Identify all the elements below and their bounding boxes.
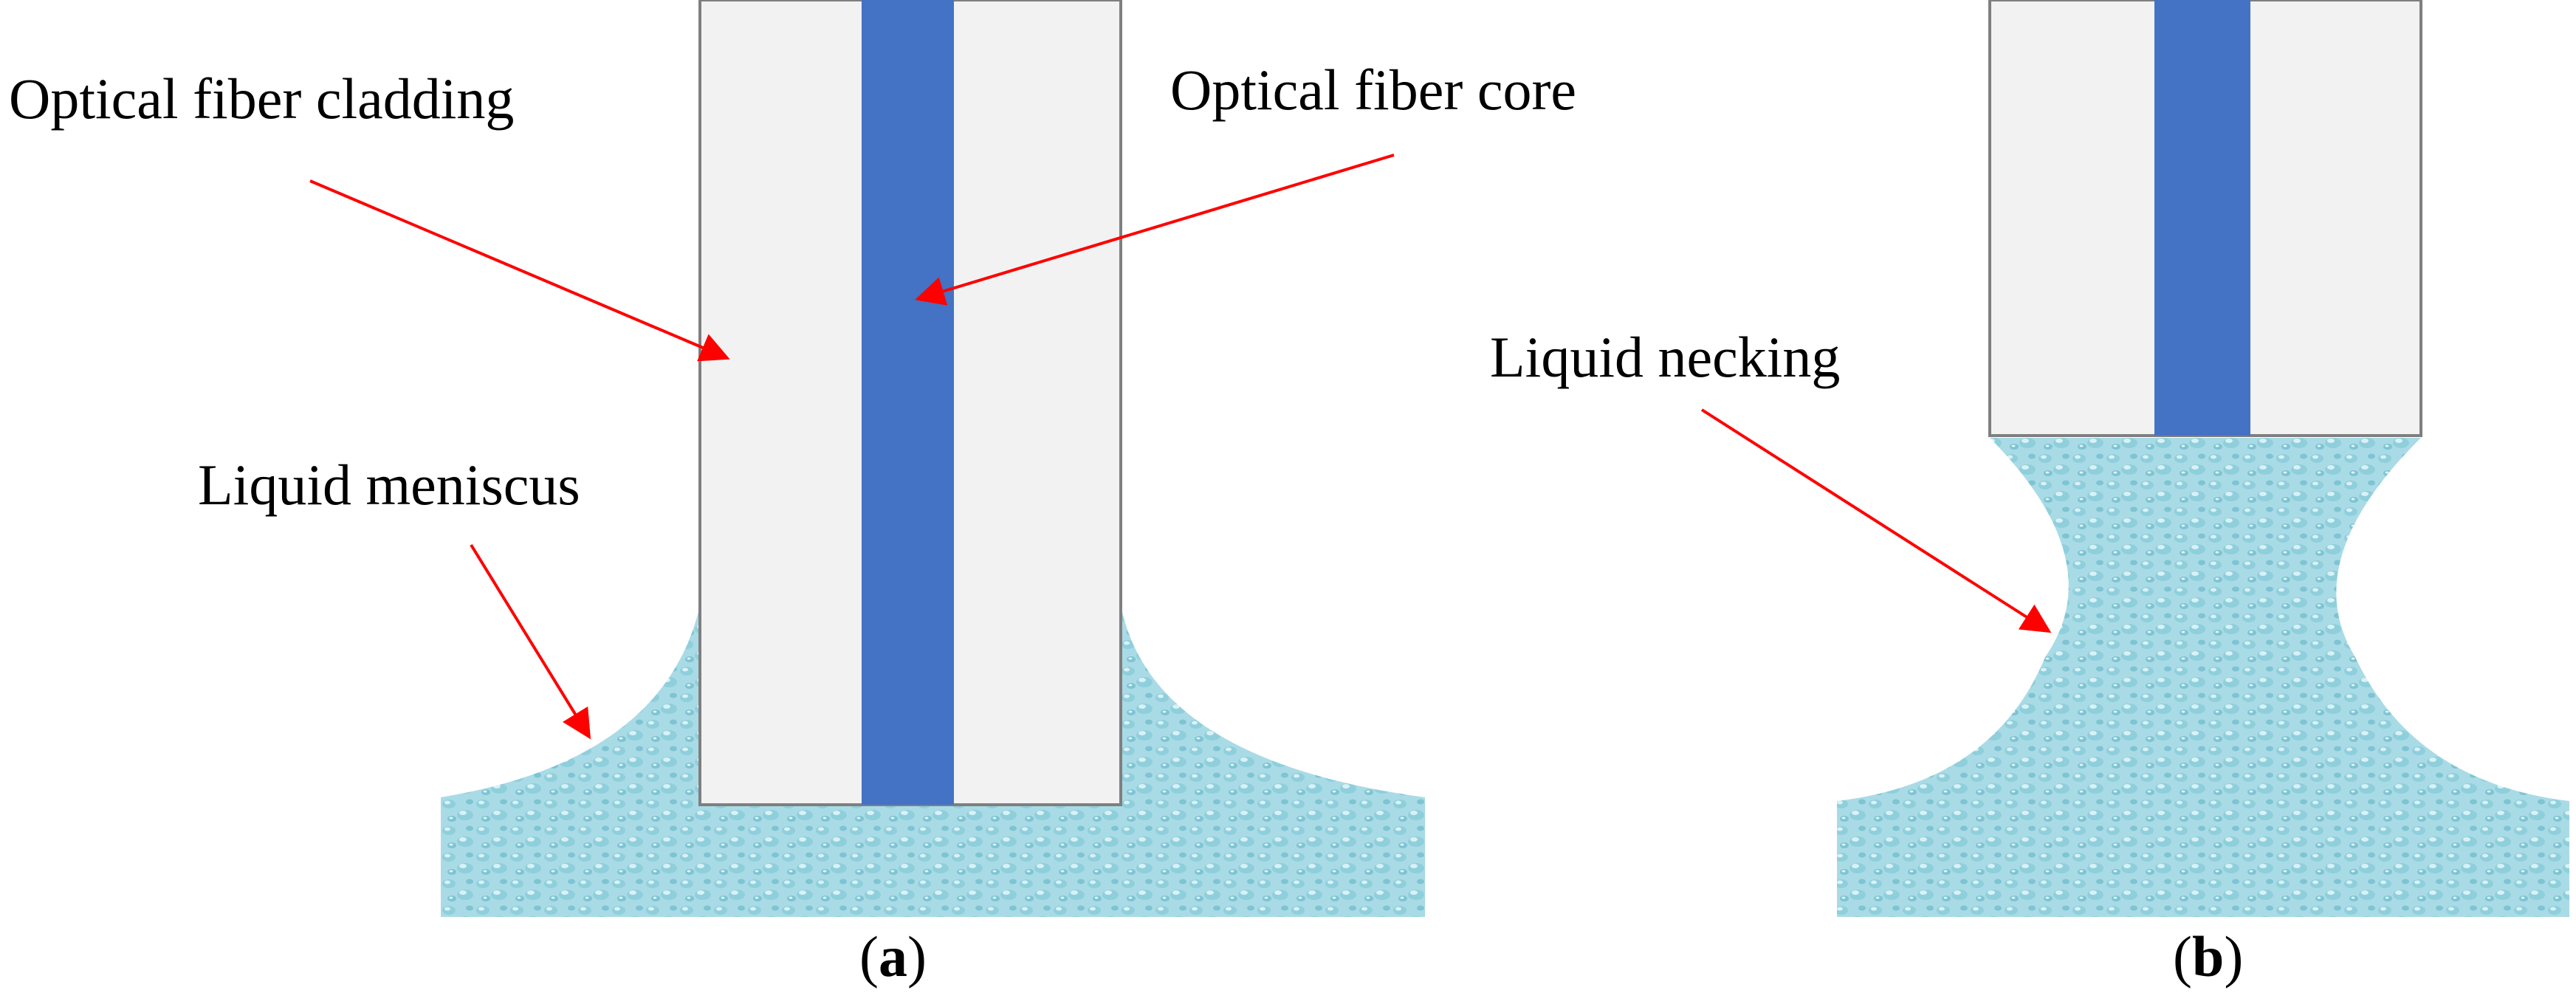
arrow-to-meniscus xyxy=(470,543,591,740)
fiber-core-a xyxy=(862,0,954,805)
panel-b: Liquid necking (b) xyxy=(1490,0,2569,989)
caption-a-letter: a xyxy=(879,924,907,989)
caption-a-close: ) xyxy=(907,924,927,989)
panel-a: Optical fiber cladding Optical fiber cor… xyxy=(9,0,1576,989)
arrow-to-necking xyxy=(1700,408,2052,633)
fiber-core-b xyxy=(2154,0,2250,436)
label-optical-fiber-core: Optical fiber core xyxy=(1170,58,1576,122)
caption-b-close: ) xyxy=(2224,924,2243,989)
arrow-to-cladding xyxy=(309,179,730,362)
label-liquid-necking: Liquid necking xyxy=(1490,325,1840,389)
caption-b-open: ( xyxy=(2173,924,2192,989)
arrow-to-core xyxy=(915,154,1395,306)
caption-a: (a) xyxy=(859,924,927,989)
caption-b-letter: b xyxy=(2192,924,2224,989)
label-liquid-meniscus: Liquid meniscus xyxy=(198,453,580,517)
caption-a-open: ( xyxy=(859,924,879,989)
liquid-necking-shape xyxy=(1837,438,2569,917)
label-optical-fiber-cladding: Optical fiber cladding xyxy=(9,66,514,131)
caption-b: (b) xyxy=(2173,924,2243,989)
